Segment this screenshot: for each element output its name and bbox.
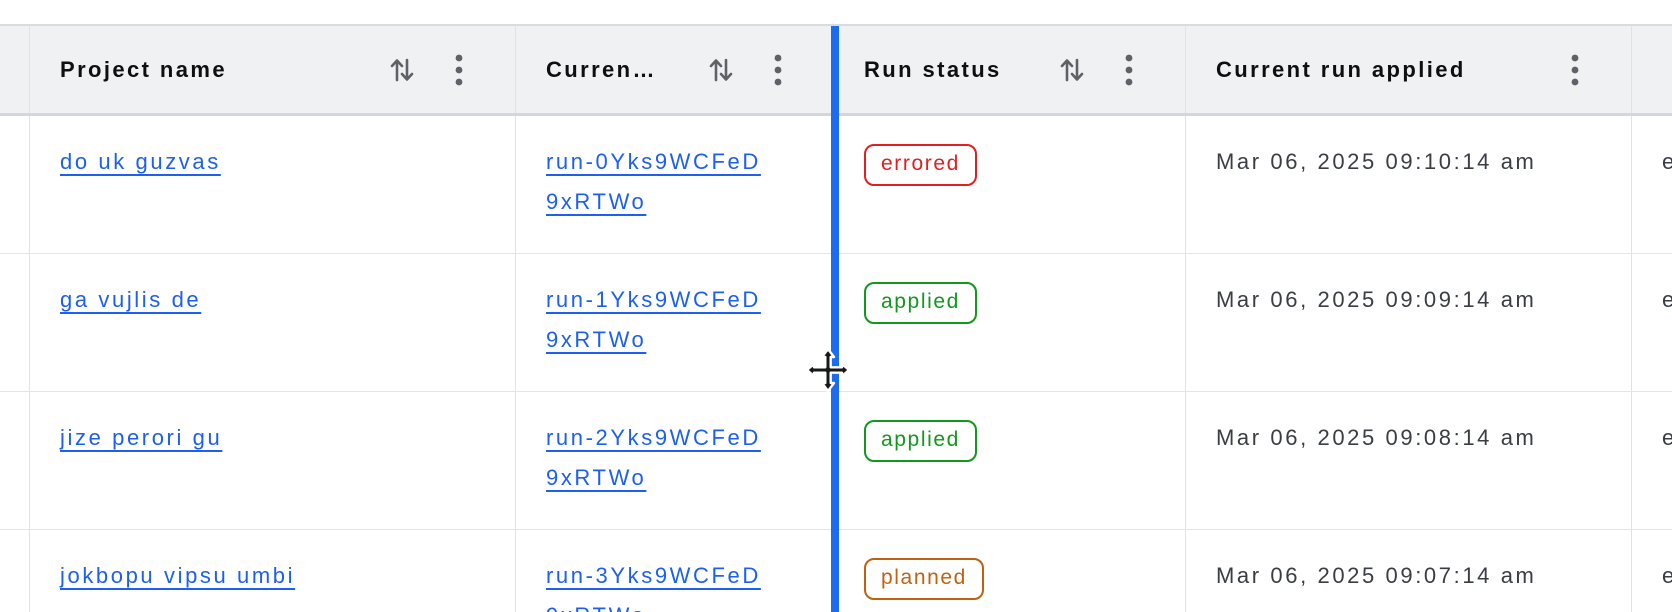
gutter-cell xyxy=(0,530,30,612)
sort-arrows-icon[interactable] xyxy=(1059,54,1085,86)
status-badge: applied xyxy=(864,282,977,324)
run-status-cell: errored xyxy=(834,116,1186,253)
kebab-menu-icon[interactable] xyxy=(455,53,463,87)
applied-timestamp: Mar 06, 2025 09:09:14 am xyxy=(1216,287,1537,312)
clipped-value-cell: e xyxy=(1632,254,1672,391)
kebab-menu-icon[interactable] xyxy=(1571,53,1579,87)
project-link[interactable]: ga vujlis de xyxy=(60,287,202,312)
project-link[interactable]: do uk guzvas xyxy=(60,149,221,174)
clipped-value: e xyxy=(1662,287,1672,312)
clipped-value-cell: e xyxy=(1632,392,1672,529)
current-run-applied-cell: Mar 06, 2025 09:09:14 am xyxy=(1186,254,1632,391)
gutter-cell xyxy=(0,116,30,253)
applied-timestamp: Mar 06, 2025 09:08:14 am xyxy=(1216,425,1537,450)
run-status-cell: applied xyxy=(834,254,1186,391)
project-name-cell: ga vujlis de xyxy=(30,254,516,391)
clipped-value-cell: e xyxy=(1632,530,1672,612)
clipped-value: e xyxy=(1662,149,1672,174)
project-name-cell: jize perori gu xyxy=(30,392,516,529)
status-badge: errored xyxy=(864,144,977,186)
column-header-project-name: Project name xyxy=(30,26,516,113)
current-run-applied-cell: Mar 06, 2025 09:07:14 am xyxy=(1186,530,1632,612)
applied-timestamp: Mar 06, 2025 09:10:14 am xyxy=(1216,149,1537,174)
project-name-cell: do uk guzvas xyxy=(30,116,516,253)
applied-timestamp: Mar 06, 2025 09:07:14 am xyxy=(1216,563,1537,588)
column-header-label: Curren… xyxy=(546,56,657,82)
kebab-menu-icon[interactable] xyxy=(774,53,782,87)
sort-arrows-icon[interactable] xyxy=(389,54,415,86)
clipped-value-cell: e xyxy=(1632,116,1672,253)
clipped-value: e xyxy=(1662,425,1672,450)
header-gutter-cell xyxy=(0,26,30,113)
column-header-run-status: Run status xyxy=(834,26,1186,113)
column-header-current-run: Curren… xyxy=(516,26,834,113)
column-header-label: Run status xyxy=(864,56,1002,82)
project-link[interactable]: jokbopu vipsu umbi xyxy=(60,563,296,588)
current-run-cell: run-3Yks9WCFeD9xRTWo xyxy=(516,530,834,612)
column-header-current-run-applied: Current run applied xyxy=(1186,26,1632,113)
kebab-menu-icon[interactable] xyxy=(1125,53,1133,87)
project-name-cell: jokbopu vipsu umbi xyxy=(30,530,516,612)
gutter-cell xyxy=(0,254,30,391)
column-resize-indicator[interactable] xyxy=(831,26,839,612)
status-badge: applied xyxy=(864,420,977,462)
run-status-cell: planned xyxy=(834,530,1186,612)
project-link[interactable]: jize perori gu xyxy=(60,425,223,450)
clipped-value: e xyxy=(1662,563,1672,588)
column-header-label: Project name xyxy=(60,56,227,82)
gutter-cell xyxy=(0,392,30,529)
sort-arrows-icon[interactable] xyxy=(708,54,734,86)
column-header-clipped: V xyxy=(1632,26,1672,113)
column-header-label: Current run applied xyxy=(1216,56,1466,82)
table-row: jokbopu vipsu umbi run-3Yks9WCFeD9xRTWo … xyxy=(0,530,1672,612)
run-status-cell: applied xyxy=(834,392,1186,529)
current-run-applied-cell: Mar 06, 2025 09:10:14 am xyxy=(1186,116,1632,253)
run-link[interactable]: run-3Yks9WCFeD9xRTWo xyxy=(546,563,761,612)
current-run-applied-cell: Mar 06, 2025 09:08:14 am xyxy=(1186,392,1632,529)
status-badge: planned xyxy=(864,558,984,600)
